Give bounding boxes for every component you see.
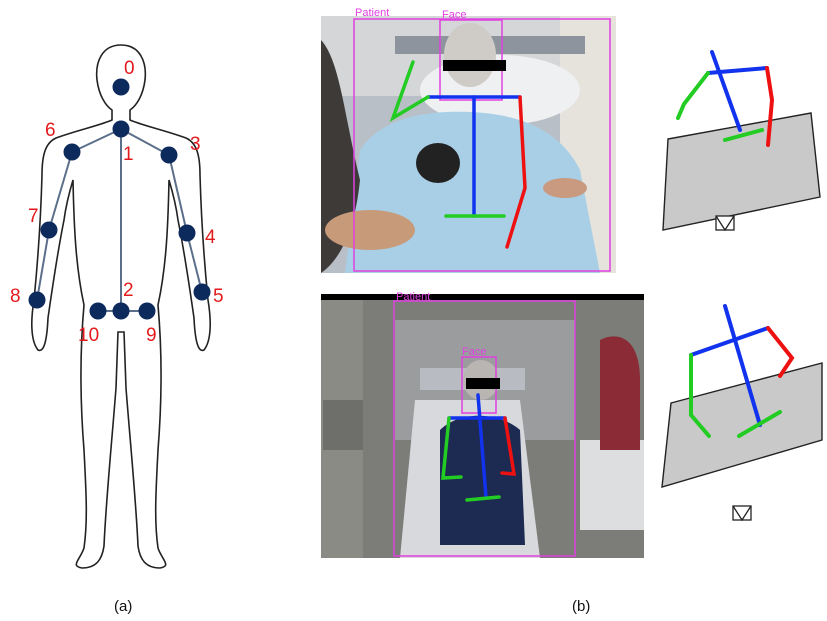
keypoint-label-4: 4 xyxy=(205,227,216,248)
keypoint-label-8: 8 xyxy=(10,286,21,307)
camera-icon-top xyxy=(715,215,735,232)
panel-label-b: (b) xyxy=(572,598,590,615)
pose-3d-bottom xyxy=(661,304,823,522)
patient-bbox-label-top: Patient xyxy=(355,7,389,19)
keypoint-10 xyxy=(89,302,107,320)
patient-bbox-bottom xyxy=(393,300,576,557)
keypoint-8 xyxy=(28,291,46,309)
keypoint-5 xyxy=(193,283,211,301)
keypoint-dots xyxy=(28,78,211,320)
patient-bbox-label-bottom: Patient xyxy=(396,291,430,303)
patient-bbox-top xyxy=(353,18,611,272)
keypoint-label-7: 7 xyxy=(28,206,39,227)
keypoint-7 xyxy=(40,221,58,239)
bed-plane-top xyxy=(662,112,821,231)
photo-top: Patient Face xyxy=(321,7,616,273)
keypoint-label-2: 2 xyxy=(123,280,134,301)
keypoint-label-5: 5 xyxy=(213,286,224,307)
camera-icon-bottom xyxy=(732,505,752,522)
face-bbox-label-bottom: Face xyxy=(462,346,486,358)
keypoint-4 xyxy=(178,224,196,242)
pose-3d-top xyxy=(662,50,821,232)
photo-bottom: Patient Face xyxy=(321,291,644,558)
keypoint-label-3: 3 xyxy=(190,134,201,155)
keypoint-label-0: 0 xyxy=(124,58,135,79)
keypoint-9 xyxy=(138,302,156,320)
keypoint-1 xyxy=(112,120,130,138)
body-diagram: 0 1 2 3 4 5 6 7 8 9 10 xyxy=(10,44,224,569)
keypoint-3 xyxy=(160,146,178,164)
panel-label-a: (a) xyxy=(114,598,132,615)
skeleton-3d-top xyxy=(676,50,775,147)
skeleton-overlay-top xyxy=(389,60,527,249)
bed-plane-bottom xyxy=(661,362,823,488)
face-bbox-label-top: Face xyxy=(442,9,466,21)
anonymize-bar-top xyxy=(443,60,506,71)
keypoint-0 xyxy=(112,78,130,96)
keypoint-label-9: 9 xyxy=(146,325,157,346)
skeleton-3d-bottom xyxy=(689,304,795,438)
keypoint-2 xyxy=(112,302,130,320)
keypoint-label-1: 1 xyxy=(123,144,134,165)
anonymize-bar-bottom xyxy=(466,378,500,389)
keypoint-6 xyxy=(63,143,81,161)
keypoint-label-10: 10 xyxy=(78,325,99,346)
keypoint-label-6: 6 xyxy=(45,120,56,141)
skeleton-overlay-bottom xyxy=(441,393,517,502)
